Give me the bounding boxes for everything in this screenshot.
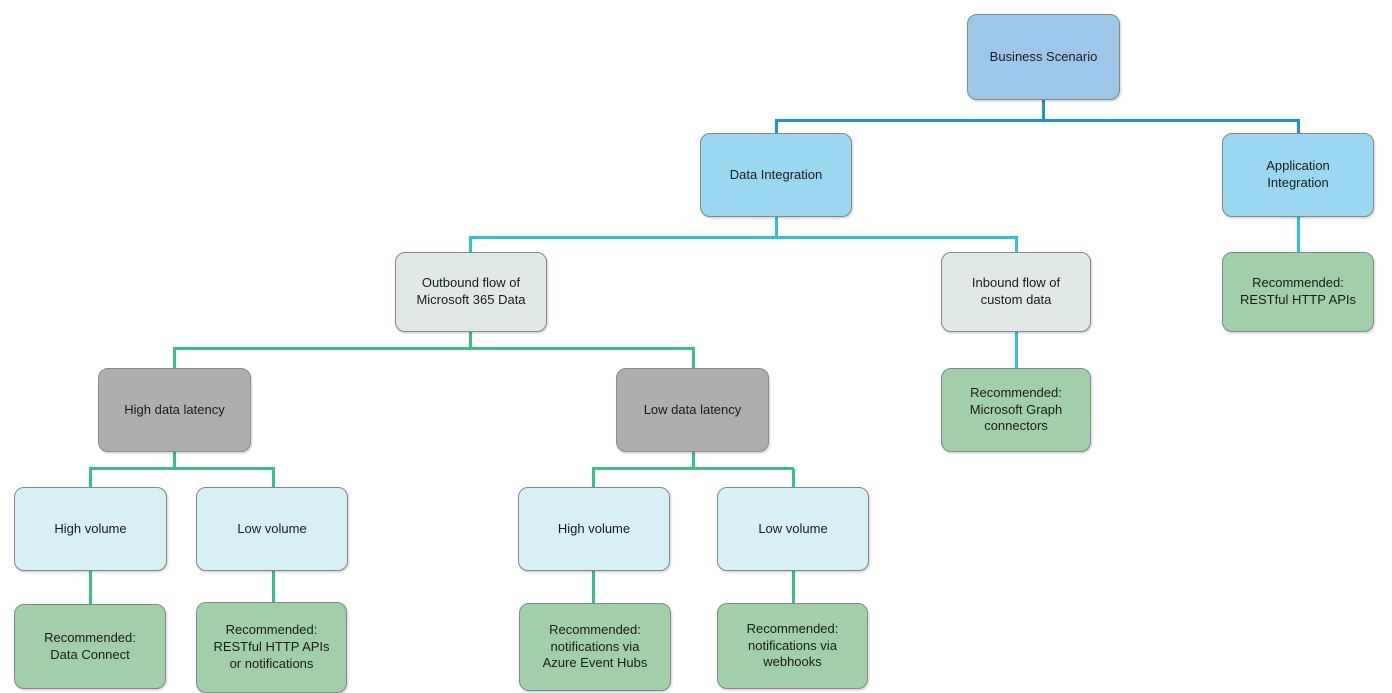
node-high-data-latency-label: High data latency xyxy=(124,401,225,417)
node-rec-azure-event-hubs: Recommended: notifications via Azure Eve… xyxy=(519,603,671,691)
connector-high-volume-hl-to-rec xyxy=(89,571,92,604)
node-application-integration: Application Integration xyxy=(1222,133,1374,217)
connector-to-high-volume-ll xyxy=(592,469,595,487)
node-rec-webhooks: Recommended: notifications via webhooks xyxy=(717,603,868,689)
node-rec-restful-app: Recommended: RESTful HTTP APIs xyxy=(1222,252,1374,332)
node-high-data-latency: High data latency xyxy=(98,368,251,452)
connector-low-latency-horizontal xyxy=(592,467,794,470)
connector-inbound-to-recommendation xyxy=(1015,330,1018,368)
node-rec-webhooks-label: Recommended: notifications via webhooks xyxy=(746,620,839,670)
node-inbound-flow-label: Inbound flow of custom data xyxy=(971,275,1061,307)
node-low-data-latency: Low data latency xyxy=(616,368,769,452)
node-low-data-latency-label: Low data latency xyxy=(643,401,742,417)
connector-outbound-down xyxy=(469,330,472,349)
connector-high-volume-ll-to-rec xyxy=(592,571,595,603)
node-application-integration-label: Application Integration xyxy=(1266,158,1330,190)
connector-high-latency-horizontal xyxy=(89,467,275,470)
connector-business-horizontal xyxy=(775,119,1300,122)
node-outbound-flow-label: Outbound flow of Microsoft 365 Data xyxy=(416,275,526,307)
connector-data-integration-down xyxy=(775,217,778,238)
node-rec-restful-or-notifications: Recommended: RESTful HTTP APIs or notifi… xyxy=(196,602,347,693)
node-rec-restful-app-label: Recommended: RESTful HTTP APIs xyxy=(1239,275,1357,307)
connector-application-to-recommendation xyxy=(1297,217,1300,252)
connector-to-low-volume-hl xyxy=(272,469,275,487)
connector-to-outbound-flow xyxy=(469,238,472,252)
node-business-scenario: Business Scenario xyxy=(967,14,1120,100)
node-rec-restful-or-notifications-label: Recommended: RESTful HTTP APIs or notifi… xyxy=(213,622,330,671)
node-rec-graph-connectors: Recommended: Microsoft Graph connectors xyxy=(941,368,1091,452)
connector-to-application-integration xyxy=(1297,121,1300,133)
connector-low-volume-ll-to-rec xyxy=(792,571,795,603)
node-low-volume-low-latency: Low volume xyxy=(717,487,869,571)
connector-to-low-volume-ll xyxy=(792,469,795,487)
node-data-integration-label: Data Integration xyxy=(729,166,823,182)
connector-to-low-latency xyxy=(692,349,695,368)
connector-to-data-integration xyxy=(775,121,778,133)
node-high-volume-low-latency: High volume xyxy=(518,487,670,571)
node-high-volume-hl-label: High volume xyxy=(54,520,127,536)
node-low-volume-hl-label: Low volume xyxy=(237,520,307,536)
connector-to-high-volume-hl xyxy=(89,469,92,487)
node-rec-data-connect: Recommended: Data Connect xyxy=(14,604,166,689)
connector-low-volume-hl-to-rec xyxy=(272,571,275,602)
node-rec-graph-connectors-label: Recommended: Microsoft Graph connectors xyxy=(969,384,1063,434)
node-rec-data-connect-label: Recommended: Data Connect xyxy=(44,629,136,662)
node-outbound-flow: Outbound flow of Microsoft 365 Data xyxy=(395,252,547,332)
connector-to-inbound-flow xyxy=(1015,238,1018,252)
connector-business-down xyxy=(1042,100,1045,121)
node-rec-azure-event-hubs-label: Recommended: notifications via Azure Eve… xyxy=(542,621,648,671)
node-business-scenario-label: Business Scenario xyxy=(989,48,1098,64)
connector-to-high-latency xyxy=(173,349,176,368)
node-data-integration: Data Integration xyxy=(700,133,852,217)
connector-low-latency-down xyxy=(692,452,695,469)
connector-outbound-horizontal xyxy=(173,347,695,350)
node-low-volume-high-latency: Low volume xyxy=(196,487,348,571)
node-high-volume-ll-label: High volume xyxy=(557,520,631,536)
connector-high-latency-down xyxy=(173,452,176,469)
node-high-volume-high-latency: High volume xyxy=(14,487,167,571)
node-inbound-flow: Inbound flow of custom data xyxy=(941,252,1091,332)
node-low-volume-ll-label: Low volume xyxy=(758,520,828,536)
connector-data-integration-horizontal xyxy=(469,236,1018,239)
